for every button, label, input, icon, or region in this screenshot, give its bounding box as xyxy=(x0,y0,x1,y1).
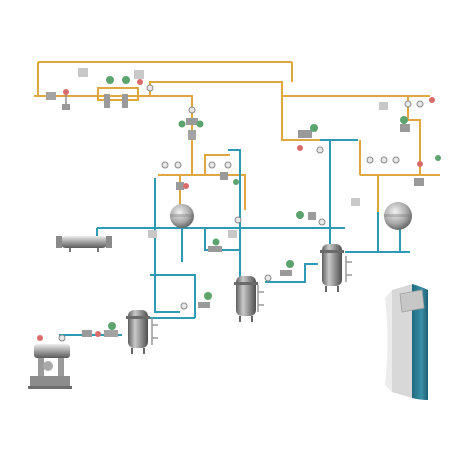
valve-cluster-3[interactable] xyxy=(178,106,204,140)
instrument-clusters xyxy=(46,68,441,345)
valve-cluster-12[interactable] xyxy=(180,292,212,310)
blank-tag-5 xyxy=(148,230,157,238)
valve-cluster-1[interactable] xyxy=(46,89,70,110)
water-mid-riser xyxy=(228,149,241,280)
steam-branch-a xyxy=(149,81,283,96)
steam-right-drop xyxy=(407,96,421,175)
valve-cluster-4[interactable] xyxy=(161,161,189,190)
steam-right-loop xyxy=(281,96,330,141)
vertical-tank-2[interactable] xyxy=(234,276,258,322)
steam-branch-main xyxy=(150,95,193,175)
valve-cluster-6[interactable] xyxy=(297,124,324,154)
blank-tag-2 xyxy=(134,70,144,79)
drum-right[interactable] xyxy=(384,202,412,230)
water-left-riser xyxy=(154,178,180,313)
blank-tag-6 xyxy=(228,230,237,238)
steam-left-supply xyxy=(158,174,246,210)
water-to-tank2 xyxy=(265,263,318,283)
steam-left-sub xyxy=(204,154,230,175)
vertical-tank-1[interactable] xyxy=(126,310,150,354)
drum-left[interactable] xyxy=(170,204,194,228)
blank-tag-3 xyxy=(379,102,388,110)
valve-cluster-11[interactable] xyxy=(264,260,294,282)
valve-cluster-7[interactable] xyxy=(400,97,435,132)
water-mid-branch xyxy=(204,228,240,251)
valve-cluster-13[interactable] xyxy=(82,322,118,337)
valve-cluster-9[interactable] xyxy=(296,211,326,226)
heat-exchanger[interactable] xyxy=(56,236,112,252)
blank-tag-1 xyxy=(78,68,88,77)
valve-cluster-2[interactable] xyxy=(97,76,154,108)
steam-piping xyxy=(34,61,440,212)
valve-cluster-5[interactable] xyxy=(208,161,239,185)
blank-tag-4 xyxy=(351,198,360,206)
level-gauges xyxy=(151,256,352,345)
valve-cluster-10[interactable] xyxy=(208,216,242,252)
vertical-tank-3[interactable] xyxy=(320,244,344,292)
water-piping xyxy=(59,139,410,340)
valve-cluster-8[interactable] xyxy=(366,155,441,186)
water-to-tank1 xyxy=(59,317,195,340)
pump-skid[interactable] xyxy=(28,334,72,389)
control-panel[interactable] xyxy=(385,284,428,400)
water-left-riser2 xyxy=(150,274,196,312)
